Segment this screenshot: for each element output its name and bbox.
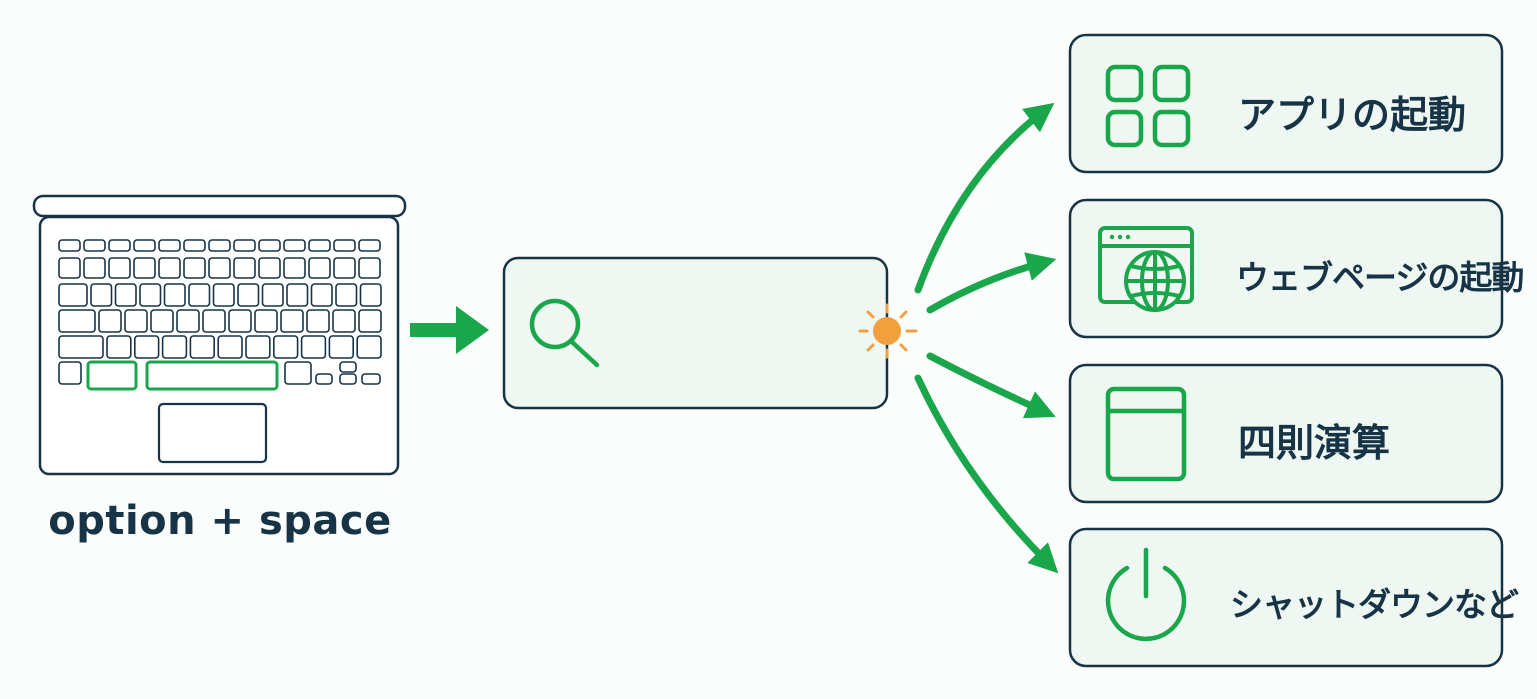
keyboard-key <box>308 239 331 252</box>
keyboard-key <box>233 239 256 252</box>
keyboard-key <box>356 335 382 359</box>
keyboard-key <box>233 257 256 279</box>
arrow-to-app-launch <box>914 102 1055 294</box>
keyboard-key <box>310 283 333 307</box>
keyboard <box>58 239 382 391</box>
keyboard-key <box>339 373 357 385</box>
keyboard-key <box>315 373 333 385</box>
keyboard-key <box>208 257 231 279</box>
keyboard-key <box>283 257 306 279</box>
keyboard-key <box>261 283 284 307</box>
keyboard-key <box>98 309 122 333</box>
keyboard-key <box>183 257 206 279</box>
keyboard-key <box>358 309 382 333</box>
option-key <box>86 360 138 391</box>
keyboard-key <box>58 239 81 252</box>
keyboard-key <box>188 283 211 307</box>
shortcut-label: option + space <box>48 498 392 544</box>
trackpad <box>157 402 268 464</box>
keyboard-key <box>284 361 312 385</box>
fan-out-arrows <box>914 102 1059 574</box>
keyboard-key <box>124 309 148 333</box>
keyboard-key <box>333 257 356 279</box>
keyboard-key <box>150 309 174 333</box>
keyboard-key <box>300 335 327 359</box>
keyboard-key <box>133 257 156 279</box>
arrow-to-search <box>410 306 489 354</box>
keyboard-key <box>237 283 260 307</box>
arrow-to-web-launch <box>926 252 1057 314</box>
keyboard-key <box>286 283 309 307</box>
keyboard-key <box>183 239 206 252</box>
keyboard-key <box>158 257 181 279</box>
keyboard-key <box>358 257 381 279</box>
keyboard-key <box>189 335 215 359</box>
keyboard-key <box>283 239 306 252</box>
arrow-to-shutdown <box>914 374 1059 574</box>
space-key <box>145 360 279 391</box>
keyboard-key <box>333 239 356 252</box>
keyboard-key <box>108 239 131 252</box>
result-label-app-launch: アプリの起動 <box>1238 93 1467 137</box>
keyboard-key <box>58 309 96 333</box>
keyboard-key <box>202 309 226 333</box>
keyboard-key <box>254 309 278 333</box>
keyboard-key <box>258 257 281 279</box>
keyboard-key <box>114 283 137 307</box>
search-bar[interactable] <box>502 256 889 410</box>
keyboard-key <box>212 283 235 307</box>
keyboard-key <box>335 283 358 307</box>
keyboard-key <box>272 335 299 359</box>
keyboard-key <box>108 257 131 279</box>
keyboard-key <box>161 335 188 359</box>
search-icon <box>529 298 600 368</box>
keyboard-key <box>308 257 331 279</box>
keyboard-key <box>358 239 381 252</box>
calculator-icon <box>1105 386 1187 482</box>
keyboard-key <box>328 335 354 359</box>
keyboard-key <box>83 257 106 279</box>
keyboard-key <box>217 335 243 359</box>
keyboard-key <box>83 239 106 252</box>
keyboard-key <box>90 283 113 307</box>
laptop-lid <box>32 194 407 218</box>
keyboard-key <box>134 335 160 359</box>
keyboard-key <box>332 309 356 333</box>
result-label-arithmetic: 四則演算 <box>1238 421 1391 465</box>
result-card-arithmetic[interactable] <box>1068 363 1504 504</box>
keyboard-key <box>258 239 281 252</box>
keyboard-key <box>163 283 186 307</box>
keyboard-key <box>228 309 252 333</box>
keyboard-key <box>359 283 382 307</box>
keyboard-key <box>58 283 88 307</box>
keyboard-key <box>133 239 156 252</box>
result-card-shutdown[interactable] <box>1068 527 1504 668</box>
power-icon <box>1105 547 1187 642</box>
keyboard-key <box>58 257 81 279</box>
result-label-shutdown: シャットダウンなど <box>1230 585 1519 624</box>
keyboard-key <box>208 239 231 252</box>
keyboard-key <box>58 361 82 385</box>
laptop-icon <box>32 194 407 476</box>
keyboard-key <box>176 309 200 333</box>
keyboard-key <box>106 335 132 359</box>
keyboard-key <box>306 309 330 333</box>
keyboard-key <box>339 361 357 373</box>
app-grid-icon <box>1105 64 1191 148</box>
keyboard-key <box>139 283 162 307</box>
keyboard-key <box>158 239 181 252</box>
arrow-to-arithmetic <box>926 352 1056 419</box>
keyboard-key <box>361 373 381 385</box>
keyboard-key <box>245 335 271 359</box>
result-label-web-launch: ウェブページの起動 <box>1236 258 1524 297</box>
keyboard-key <box>280 309 304 333</box>
keyboard-key <box>58 335 104 359</box>
spark-icon <box>858 303 918 359</box>
browser-globe-icon <box>1098 226 1194 312</box>
